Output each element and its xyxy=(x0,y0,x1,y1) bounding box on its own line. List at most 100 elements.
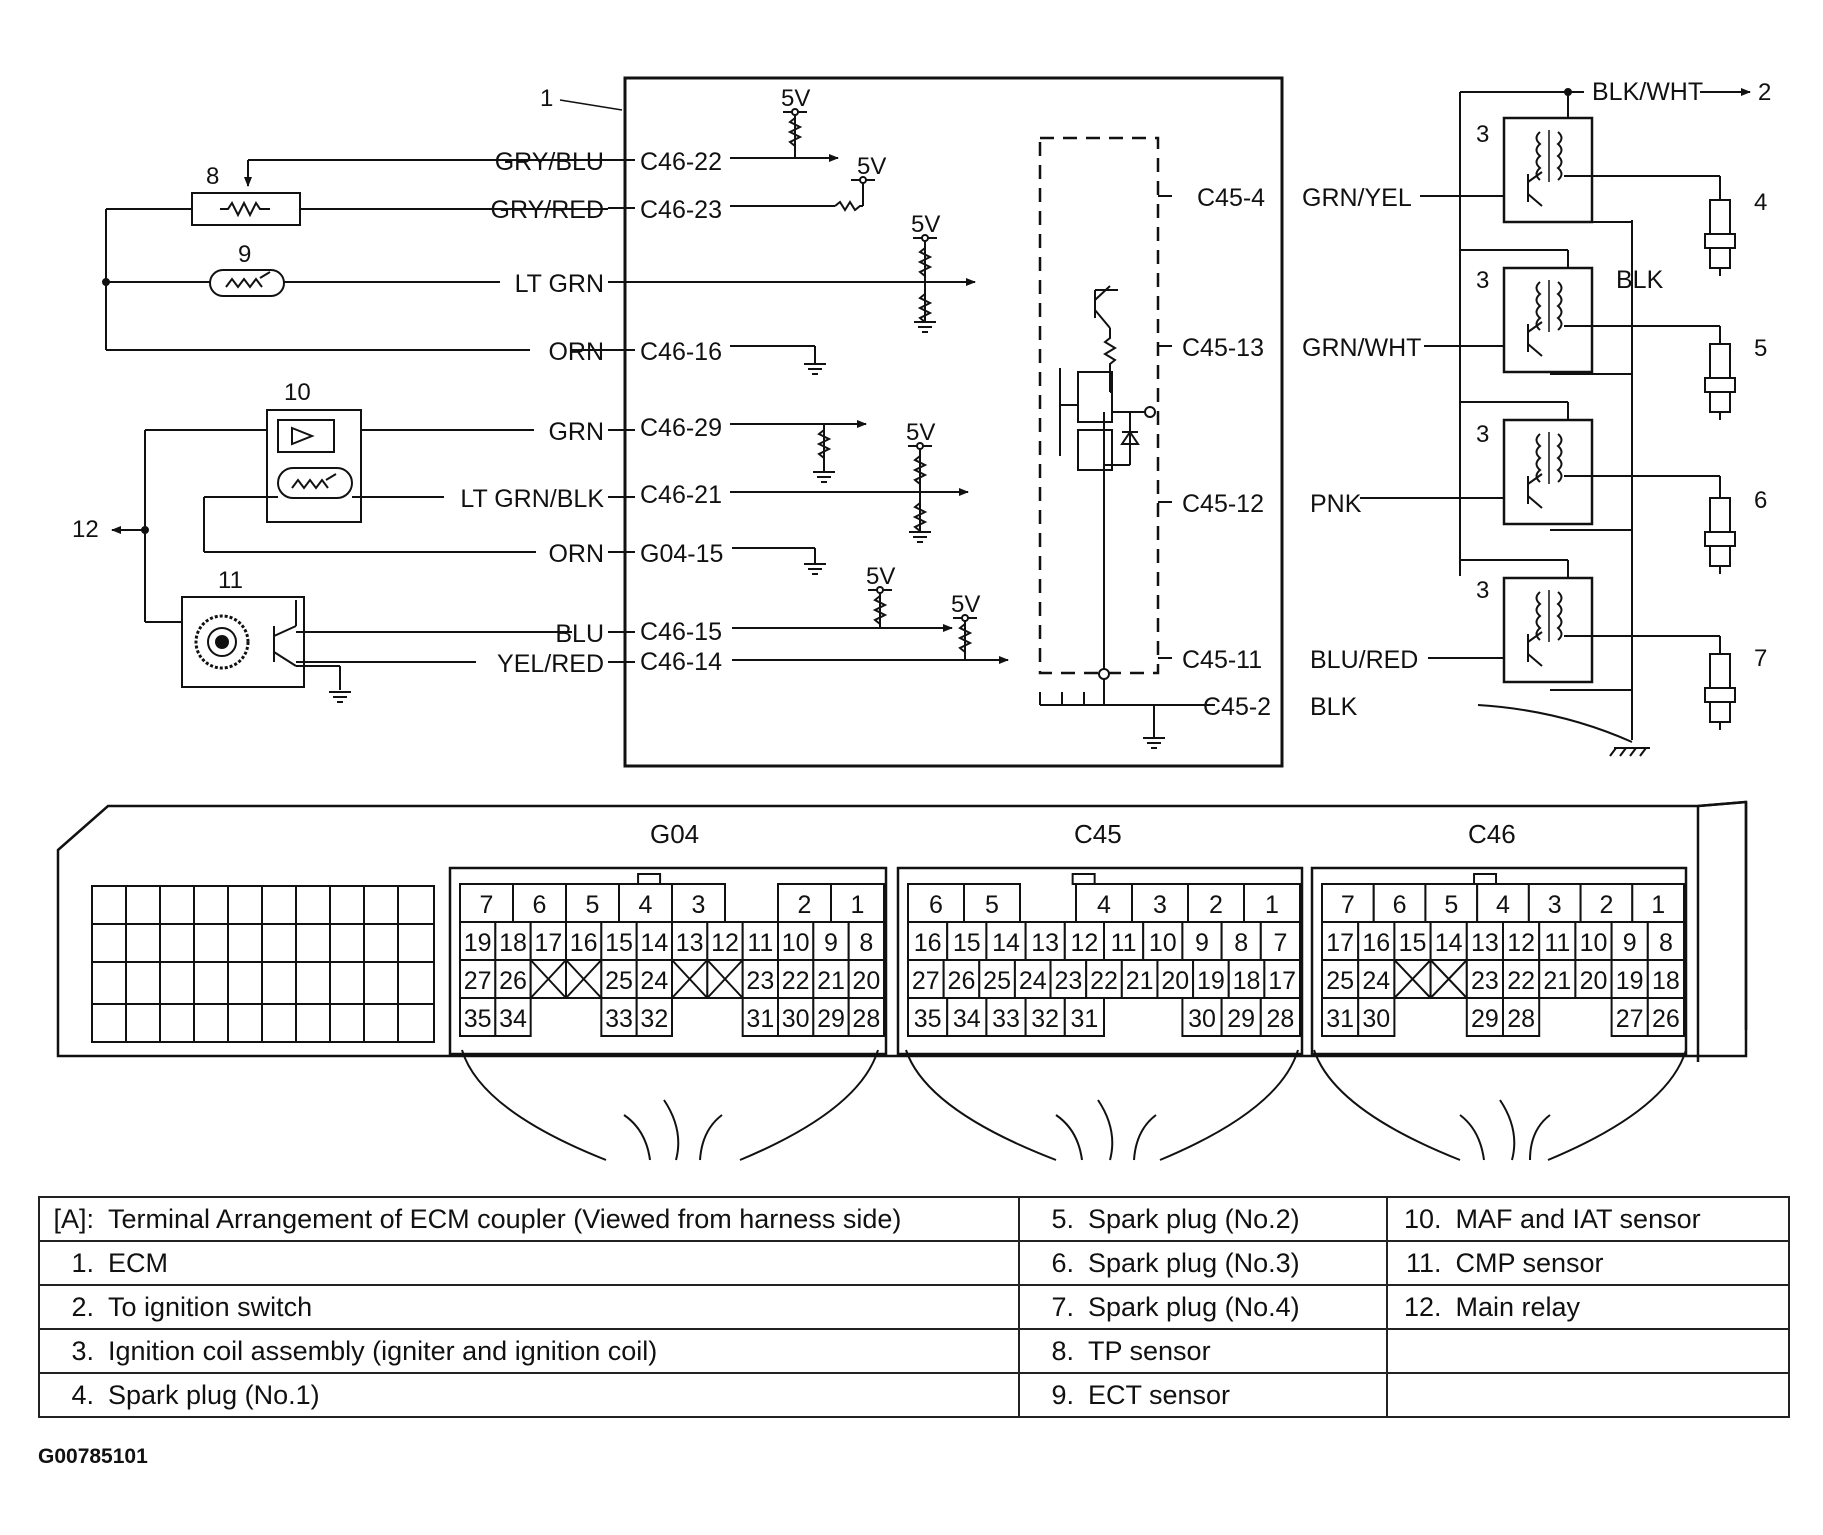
connector-lock-tab xyxy=(1473,873,1498,885)
pin-cell xyxy=(1502,959,1541,999)
pin-cell xyxy=(1610,921,1649,961)
pin-number: 6 xyxy=(929,891,943,919)
wire-grn-wht: GRN/WHT xyxy=(1302,334,1421,362)
pin-cell xyxy=(1357,997,1396,1037)
ignition-coil-1 xyxy=(1502,116,1594,224)
pin-cell xyxy=(1024,997,1066,1037)
pin-cell xyxy=(1646,921,1686,961)
pin-cell xyxy=(1646,959,1686,999)
legend-text: Spark plug (No.2) xyxy=(1088,1203,1300,1234)
spark-plug-1 xyxy=(1704,199,1736,277)
pin-number: 1 xyxy=(1265,891,1279,919)
pin-number: 2 xyxy=(1209,891,1223,919)
wire-orn-1: ORN xyxy=(548,338,604,366)
pin-number: 7 xyxy=(480,891,494,919)
pin-cell xyxy=(847,921,886,961)
spark-plug-2 xyxy=(1704,343,1736,421)
pin-number: 25 xyxy=(1326,967,1354,995)
pin-number: 20 xyxy=(852,967,880,995)
pin-number: 19 xyxy=(1616,967,1644,995)
pin-number: 26 xyxy=(948,967,976,995)
legend-text: Spark plug (No.3) xyxy=(1088,1247,1300,1278)
legend-number: 9. xyxy=(1051,1379,1074,1410)
callout-11: 11 xyxy=(218,567,243,594)
pin-cell xyxy=(671,883,726,923)
pin-cell xyxy=(1049,959,1088,999)
pin-unused-mark xyxy=(565,959,603,999)
pin-cell xyxy=(1646,997,1686,1037)
pin-unused-mark xyxy=(1429,959,1468,999)
pin-cell xyxy=(907,997,949,1037)
pin-number: 34 xyxy=(499,1005,527,1033)
pin-cell xyxy=(1063,997,1106,1037)
ignition-coil-4 xyxy=(1502,576,1594,684)
pin-g04-15: G04-15 xyxy=(640,540,723,568)
v5-label-6: 5V xyxy=(951,591,980,618)
connector-lock-tab xyxy=(637,873,662,885)
legend-cell: 12.Main relay xyxy=(1385,1284,1790,1330)
pin-number: 10 xyxy=(782,929,810,957)
wire-blk-ground: BLK xyxy=(1310,693,1358,721)
pin-number: 30 xyxy=(1362,1005,1390,1033)
pin-number: 27 xyxy=(912,967,940,995)
pin-number: 17 xyxy=(1326,929,1354,957)
pin-cell xyxy=(600,921,638,961)
callout-3a: 3 xyxy=(1476,121,1489,148)
pin-c46-14: C46-14 xyxy=(640,648,722,676)
pin-number: 23 xyxy=(1471,967,1499,995)
pin-number: 22 xyxy=(782,967,810,995)
pin-number: 22 xyxy=(1507,967,1535,995)
legend-row: 4.Spark plug (No.1)9.ECT sensor xyxy=(38,1372,1790,1418)
legend-cell: 8.TP sensor xyxy=(1018,1328,1388,1374)
pin-number: 6 xyxy=(1393,891,1407,919)
pin-number: 29 xyxy=(817,1005,845,1033)
callout-3c: 3 xyxy=(1476,421,1489,448)
callout-2: 2 xyxy=(1758,79,1771,106)
connector-c45-name: C45 xyxy=(1074,819,1122,849)
pin-number: 16 xyxy=(1362,929,1390,957)
pin-cell xyxy=(907,921,949,961)
pin-cell xyxy=(741,921,780,961)
legend-text: Terminal Arrangement of ECM coupler (Vie… xyxy=(108,1203,902,1234)
pin-cell xyxy=(1187,883,1245,923)
legend-cell: 1.ECM xyxy=(38,1240,1020,1286)
pin-number: 1 xyxy=(851,891,865,919)
pin-cell xyxy=(946,921,988,961)
harness-curves xyxy=(461,1049,1687,1161)
pin-number: 22 xyxy=(1090,967,1118,995)
legend-cell: 5.Spark plug (No.2) xyxy=(1018,1196,1388,1242)
legend-number: 10. xyxy=(1403,1203,1442,1234)
pin-number: 29 xyxy=(1227,1005,1255,1033)
pin-cell xyxy=(1424,883,1479,923)
wire-yel-red: YEL/RED xyxy=(497,650,604,678)
pin-cell xyxy=(529,921,568,961)
connector-g04-frame xyxy=(448,866,888,1056)
pin-cell xyxy=(1259,997,1302,1037)
pin-number: 10 xyxy=(1580,929,1608,957)
pin-number: 8 xyxy=(1659,929,1673,957)
pin-cell xyxy=(459,997,497,1037)
pin-cell xyxy=(1393,921,1432,961)
pin-number: 25 xyxy=(605,967,633,995)
legend-number: 4. xyxy=(71,1379,94,1410)
pin-number: 5 xyxy=(985,891,999,919)
v5-label-1: 5V xyxy=(781,85,810,112)
v5-label-2: 5V xyxy=(857,153,886,180)
pin-number: 15 xyxy=(953,929,981,957)
pin-number: 21 xyxy=(1543,967,1571,995)
pin-number: 28 xyxy=(852,1005,880,1033)
legend-row: [A]:Terminal Arrangement of ECM coupler … xyxy=(38,1196,1790,1242)
pin-number: 31 xyxy=(1070,1005,1098,1033)
legend-cell: 6. Spark plug (No.3) xyxy=(1018,1240,1388,1286)
pin-number: 34 xyxy=(953,1005,981,1033)
legend-cell: 10.MAF and IAT sensor xyxy=(1385,1196,1790,1242)
legend-text: CMP sensor xyxy=(1455,1247,1604,1278)
pin-number: 21 xyxy=(817,967,845,995)
callout-3d: 3 xyxy=(1476,577,1489,604)
pin-c45-2: C45-2 xyxy=(1203,693,1271,721)
callout-10: 10 xyxy=(284,379,311,406)
pin-number: 13 xyxy=(1471,929,1499,957)
legend-number: 6. xyxy=(1051,1247,1074,1278)
pin-number: 2 xyxy=(1599,891,1613,919)
